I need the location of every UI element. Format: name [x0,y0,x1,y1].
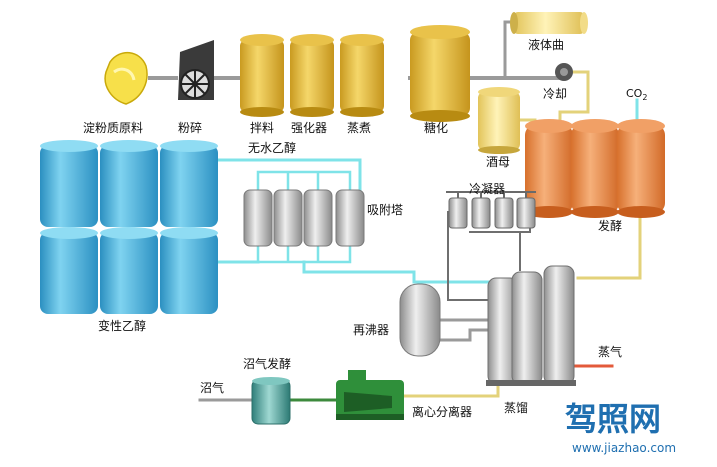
yeast-tank [478,87,520,154]
blue-tank-6 [160,227,218,314]
label-anhydrous-ethanol: 无水乙醇 [248,140,296,155]
reboiler-vessel [399,283,441,357]
condenser-3 [494,192,514,229]
label-co2: CO2 [626,87,647,102]
label-liquid-koji: 液体曲 [528,37,564,52]
fermenter-tanks [525,119,665,218]
adsorber-to-column-pipe [302,260,492,284]
fermenter-out-pipe [576,213,642,280]
label-biogas: 沼气 [200,380,224,395]
label-cooling: 冷却 [543,87,567,101]
blue-tank-5 [100,227,158,314]
watermark-brand: 驾照网 [565,400,661,438]
label-yeast: 酒母 [486,155,510,169]
fermenter-tank-2 [571,119,619,218]
label-mixing: 拌料 [250,120,274,135]
blue-tank-4 [40,227,98,314]
label-crush: 粉碎 [178,120,202,135]
label-condenser: 冷凝器 [469,181,505,196]
mixing-tank [240,34,284,117]
blue-tank-2 [100,140,158,227]
crusher-icon [178,40,214,100]
reboiler-pipe [438,318,490,342]
label-centrifuge: 离心分离器 [412,404,472,419]
labels: 淀粉质原料 粉碎 拌料 强化器 蒸煮 糖化 液体曲 冷却 CO2 酒母 发酵 无… [83,37,647,419]
adsorber-top-manifold [256,170,352,192]
column-2 [510,271,544,386]
column-to-centrifuge-pipe [402,380,500,398]
starch-raw-material-icon [104,52,148,105]
label-steam: 蒸气 [598,344,622,359]
label-fermentation: 发酵 [598,218,622,233]
strengthener-tank [290,34,334,117]
saccharification-tank [410,25,470,122]
label-cooking: 蒸煮 [347,121,371,135]
condenser-1 [448,192,468,229]
denatured-ethanol-tanks [40,140,218,314]
label-denatured-ethanol: 变性乙醇 [98,318,146,333]
fermenter-tank-3 [617,119,665,218]
label-distillation-tank: 蒸馏 [504,401,528,415]
adsorption-towers [243,189,365,247]
distillation-columns [486,265,576,386]
blue-tank-3 [160,140,218,227]
label-reboiler: 再沸器 [353,323,389,337]
adsorber-1 [243,189,273,247]
label-strengthener: 强化器 [291,121,327,135]
watermark: 驾照网 www.jiazhao.com [565,400,676,455]
condenser-2 [471,192,491,229]
label-co2-main: CO [626,87,643,100]
condensers [446,191,536,229]
watermark-url: www.jiazhao.com [572,441,676,455]
label-co2-sub: 2 [642,93,647,102]
column-3 [542,265,576,386]
cooling-to-fermenter-pipe [558,70,590,124]
anhydrous-ethanol-pipe [212,158,362,192]
label-saccharification: 糖化 [424,120,448,135]
blue-tank-1 [40,140,98,227]
adsorber-4 [335,189,365,247]
cooking-tank [340,34,384,117]
liquid-koji-tank [510,12,588,34]
fermenter-tank-1 [525,119,573,218]
centrifuge-icon [336,370,404,420]
label-adsorption-tower: 吸附塔 [367,203,403,217]
adsorber-bottom-manifold [256,243,352,264]
biogas-fermenter-tank [251,377,291,425]
adsorber-3 [303,189,333,247]
label-starch: 淀粉质原料 [83,121,143,135]
cooler-icon [555,63,573,81]
label-biogas-fermentation: 沼气发酵 [243,356,291,371]
adsorber-2 [273,189,303,247]
